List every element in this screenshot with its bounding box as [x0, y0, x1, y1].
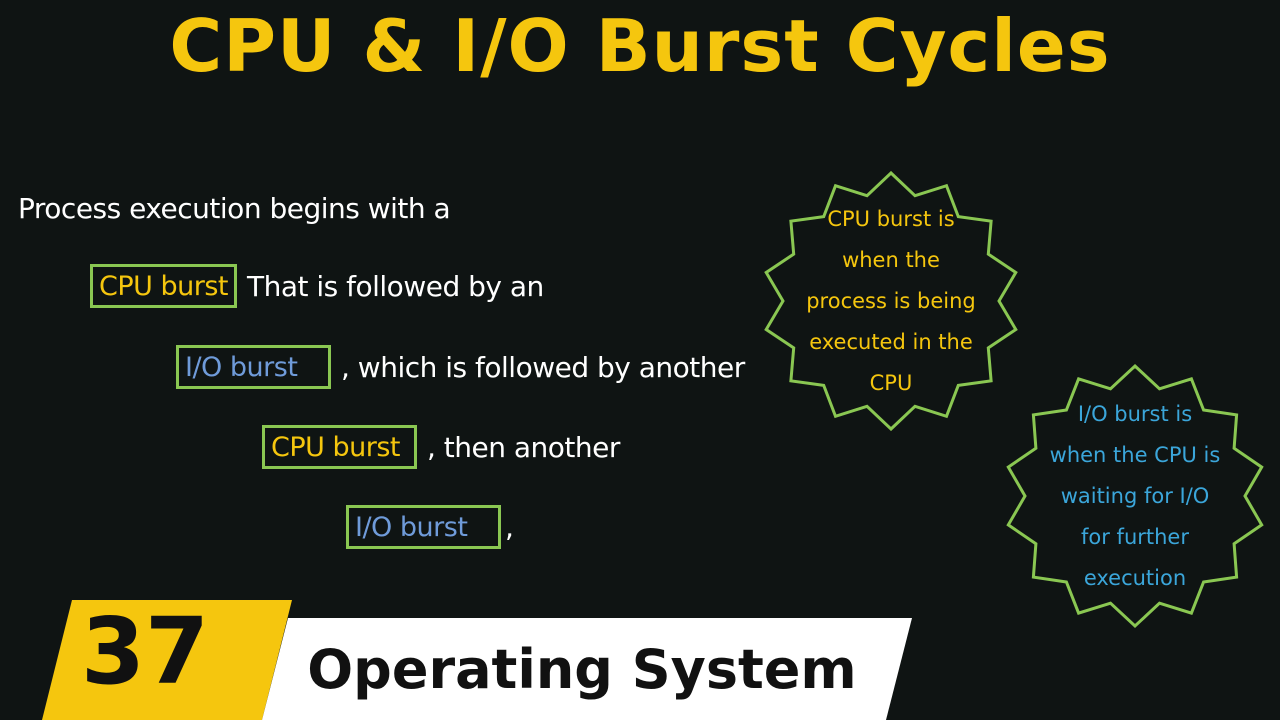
callout-line: process is being: [806, 288, 976, 313]
intro-text: Process execution begins with a: [18, 192, 451, 225]
starburst-shape: [1006, 363, 1264, 629]
callout-line: when the CPU is: [1049, 442, 1221, 467]
callout-line: execution: [1083, 565, 1187, 590]
series-name: Operating System: [307, 637, 857, 701]
callout-line: for further: [1081, 524, 1189, 549]
series-name-badge: [262, 618, 912, 720]
cpu-burst-box: CPU burst: [262, 425, 417, 469]
callout-line: I/O burst is: [1077, 401, 1193, 426]
episode-number-badge: [42, 600, 292, 720]
row-1-text: That is followed by an: [246, 269, 544, 303]
callout-line: CPU burst is: [827, 206, 955, 231]
burst-row-1: CPU burst That is followed by an: [90, 264, 544, 308]
burst-row-2: I/O burst , which is followed by another: [176, 345, 745, 389]
page-title: CPU & I/O Burst Cycles: [169, 4, 1111, 88]
row-4-text: ,: [505, 510, 514, 544]
io-burst-callout-text: I/O burst is when the CPU is waiting for…: [1000, 362, 1270, 630]
cpu-burst-callout-text: CPU burst is when the process is being e…: [756, 170, 1026, 432]
cpu-burst-callout: CPU burst is when the process is being e…: [756, 170, 1026, 432]
starburst-shape: [764, 170, 1018, 432]
episode-number: 37: [80, 598, 210, 705]
io-burst-box: I/O burst: [176, 345, 331, 389]
callout-line: executed in the: [809, 329, 973, 354]
row-2-text: , which is followed by another: [341, 350, 745, 384]
cpu-burst-box: CPU burst: [90, 264, 237, 308]
io-burst-callout: I/O burst is when the CPU is waiting for…: [1000, 362, 1270, 630]
io-burst-box: I/O burst: [346, 505, 501, 549]
burst-row-3: CPU burst , then another: [262, 425, 620, 469]
callout-line: waiting for I/O: [1060, 483, 1210, 508]
burst-row-4: I/O burst ,: [346, 505, 514, 549]
callout-line: when the: [842, 247, 940, 272]
row-3-text: , then another: [427, 430, 620, 464]
callout-line: CPU: [869, 370, 913, 395]
